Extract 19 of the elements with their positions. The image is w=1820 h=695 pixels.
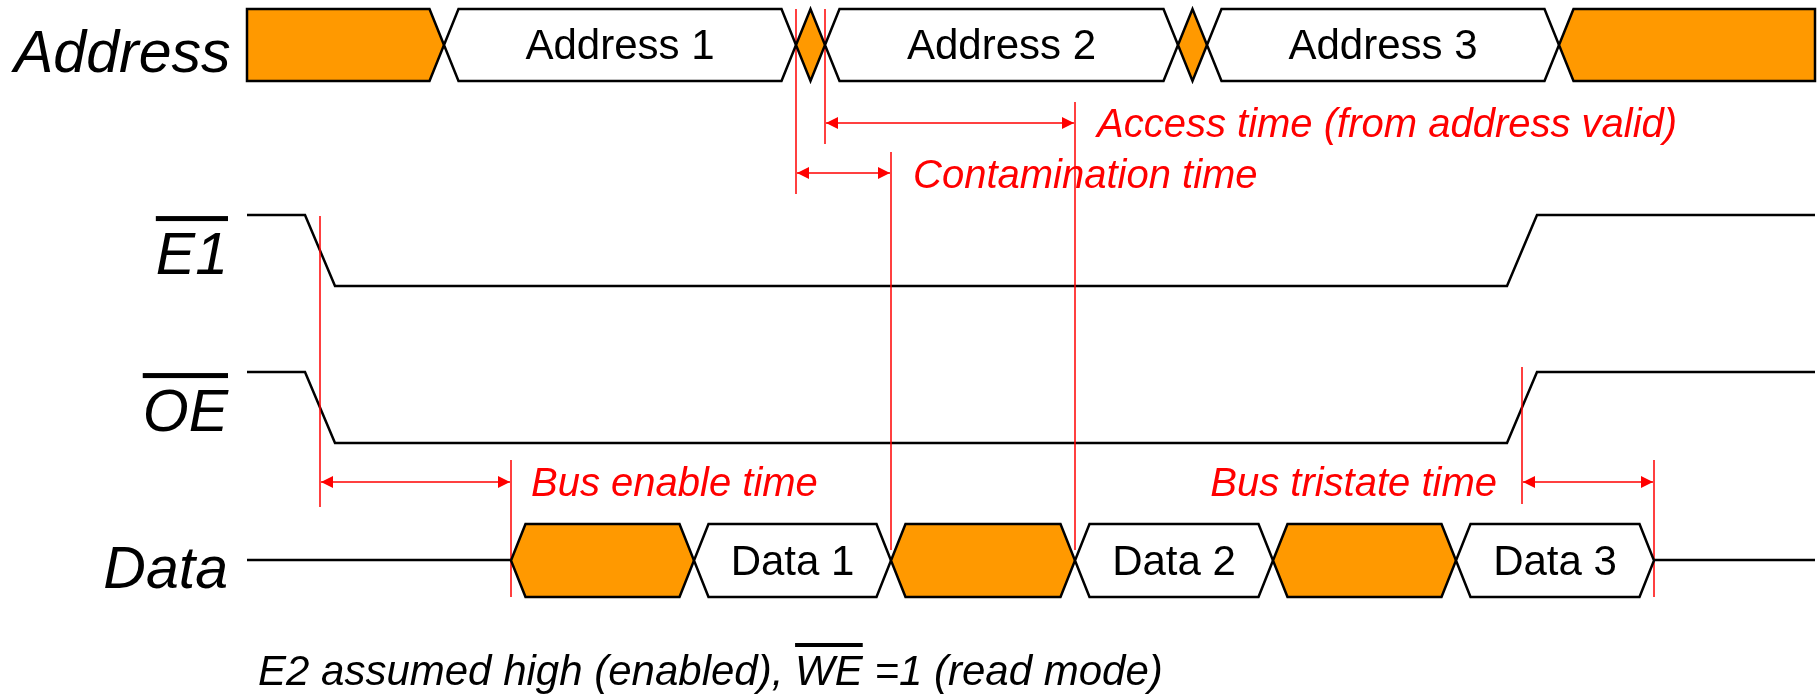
transition-diamond	[796, 9, 825, 81]
valid-state-hexagon: Data 2	[1075, 524, 1273, 597]
footnote-text: =1 (read mode)	[874, 650, 1163, 692]
valid-state-hexagon: Address 2	[825, 9, 1178, 81]
invalid-state-hexagon	[511, 524, 694, 597]
valid-state-hexagon: Address 1	[444, 9, 796, 81]
timing-annotation: Access time (from address valid)	[1097, 100, 1678, 146]
invalid-state-hexagon	[247, 9, 444, 81]
valid-state-hexagon: Data 1	[694, 524, 891, 597]
footnote-text: E2 assumed high (enabled),	[258, 650, 784, 692]
timing-annotation: Bus tristate time	[1210, 459, 1497, 505]
transition-diamond	[1178, 9, 1207, 81]
footnote-text: WE	[795, 650, 863, 692]
valid-state-hexagon: Data 3	[1456, 524, 1654, 597]
invalid-state-hexagon	[891, 524, 1075, 597]
signal-name: Data	[103, 535, 228, 603]
timing-annotation: Bus enable time	[531, 459, 818, 505]
invalid-state-hexagon	[1273, 524, 1456, 597]
valid-state-hexagon: Address 3	[1207, 9, 1559, 81]
